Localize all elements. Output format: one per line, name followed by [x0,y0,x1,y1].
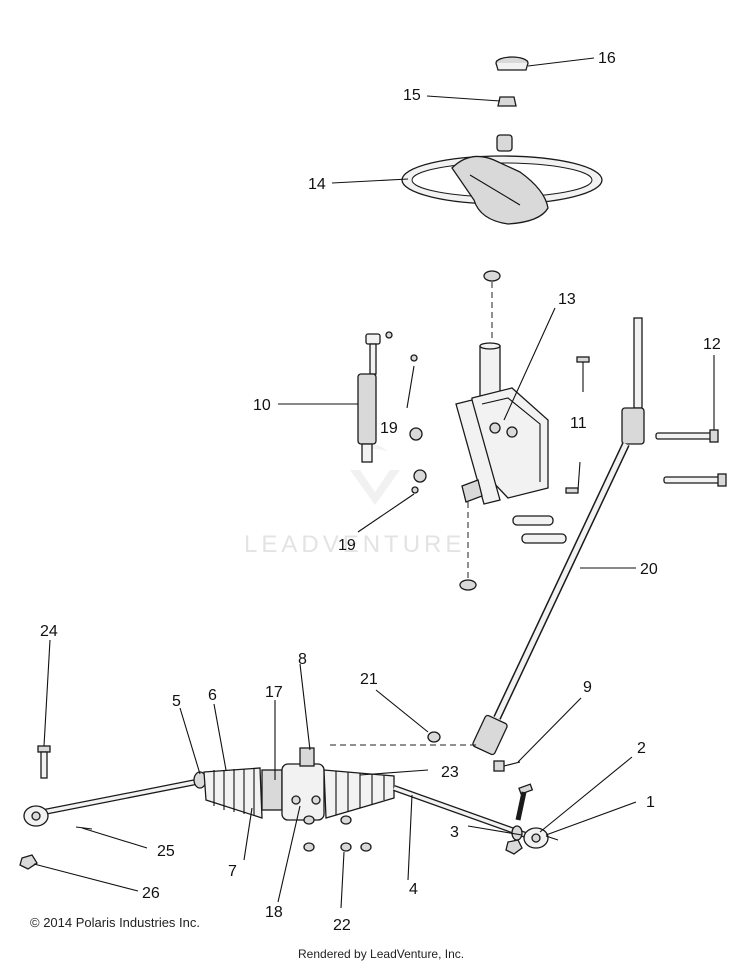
watermark-logo [350,445,400,505]
callout-17: 17 [265,684,283,701]
callout-22: 22 [333,917,351,934]
bushing-bottom [459,579,477,591]
spacer-tubes [512,515,567,544]
callout-20: 20 [640,561,658,578]
steering-hub-spline [496,134,513,152]
copyright-text: © 2014 Polaris Industries Inc. [30,915,200,930]
callout-labels: 1 2 3 4 5 6 7 8 9 10 11 12 13 14 15 16 1… [40,50,721,934]
callout-16: 16 [598,50,616,67]
steering-damper [357,331,393,463]
callout-14: 14 [308,176,326,193]
cotter-pins [75,826,559,841]
callout-21: 21 [360,671,378,688]
callout-24: 24 [40,623,58,640]
callout-26: 26 [142,885,160,902]
callout-23: 23 [441,764,459,781]
callout-1: 1 [646,794,655,811]
callout-19-upper: 19 [380,420,398,437]
mounting-nuts [303,815,372,852]
horn-cap [495,56,529,71]
callout-13: 13 [558,291,576,308]
callout-10: 10 [253,397,271,414]
callout-5: 5 [172,693,181,710]
callout-6: 6 [208,687,217,704]
callout-4: 4 [409,881,418,898]
right-boot [323,769,395,819]
callout-2: 2 [637,740,646,757]
pinion-nut [427,731,441,743]
watermark-text: LEADVENTURE [244,531,465,558]
rendered-by-text: Rendered by LeadVenture, Inc. [298,947,464,961]
bracket-bolts [565,356,590,494]
bushing-top [483,270,501,282]
callout-12: 12 [703,336,721,353]
castle-nuts [19,839,523,870]
intermediate-shaft [472,317,645,756]
wheel-nut [497,96,517,107]
callout-19-lower: 19 [338,537,356,554]
tie-rod-bolts [37,745,534,821]
tie-rod-left [23,771,207,827]
long-bolts [655,429,727,487]
steering-wheel [401,155,603,225]
lock-nuts [409,354,427,494]
column-support-bracket [455,342,549,505]
pinion-bolt [493,760,521,772]
leader-lines [33,57,715,909]
callout-11: 11 [570,415,587,432]
callout-9: 9 [583,679,592,696]
tie-rod-right [392,785,549,849]
callout-8: 8 [298,651,307,668]
callout-7: 7 [228,863,237,880]
rack-housing [261,747,325,821]
callout-18: 18 [265,904,283,921]
left-boot [203,767,263,819]
callout-3: 3 [450,824,459,841]
callout-25: 25 [157,843,175,860]
callout-15: 15 [403,87,421,104]
